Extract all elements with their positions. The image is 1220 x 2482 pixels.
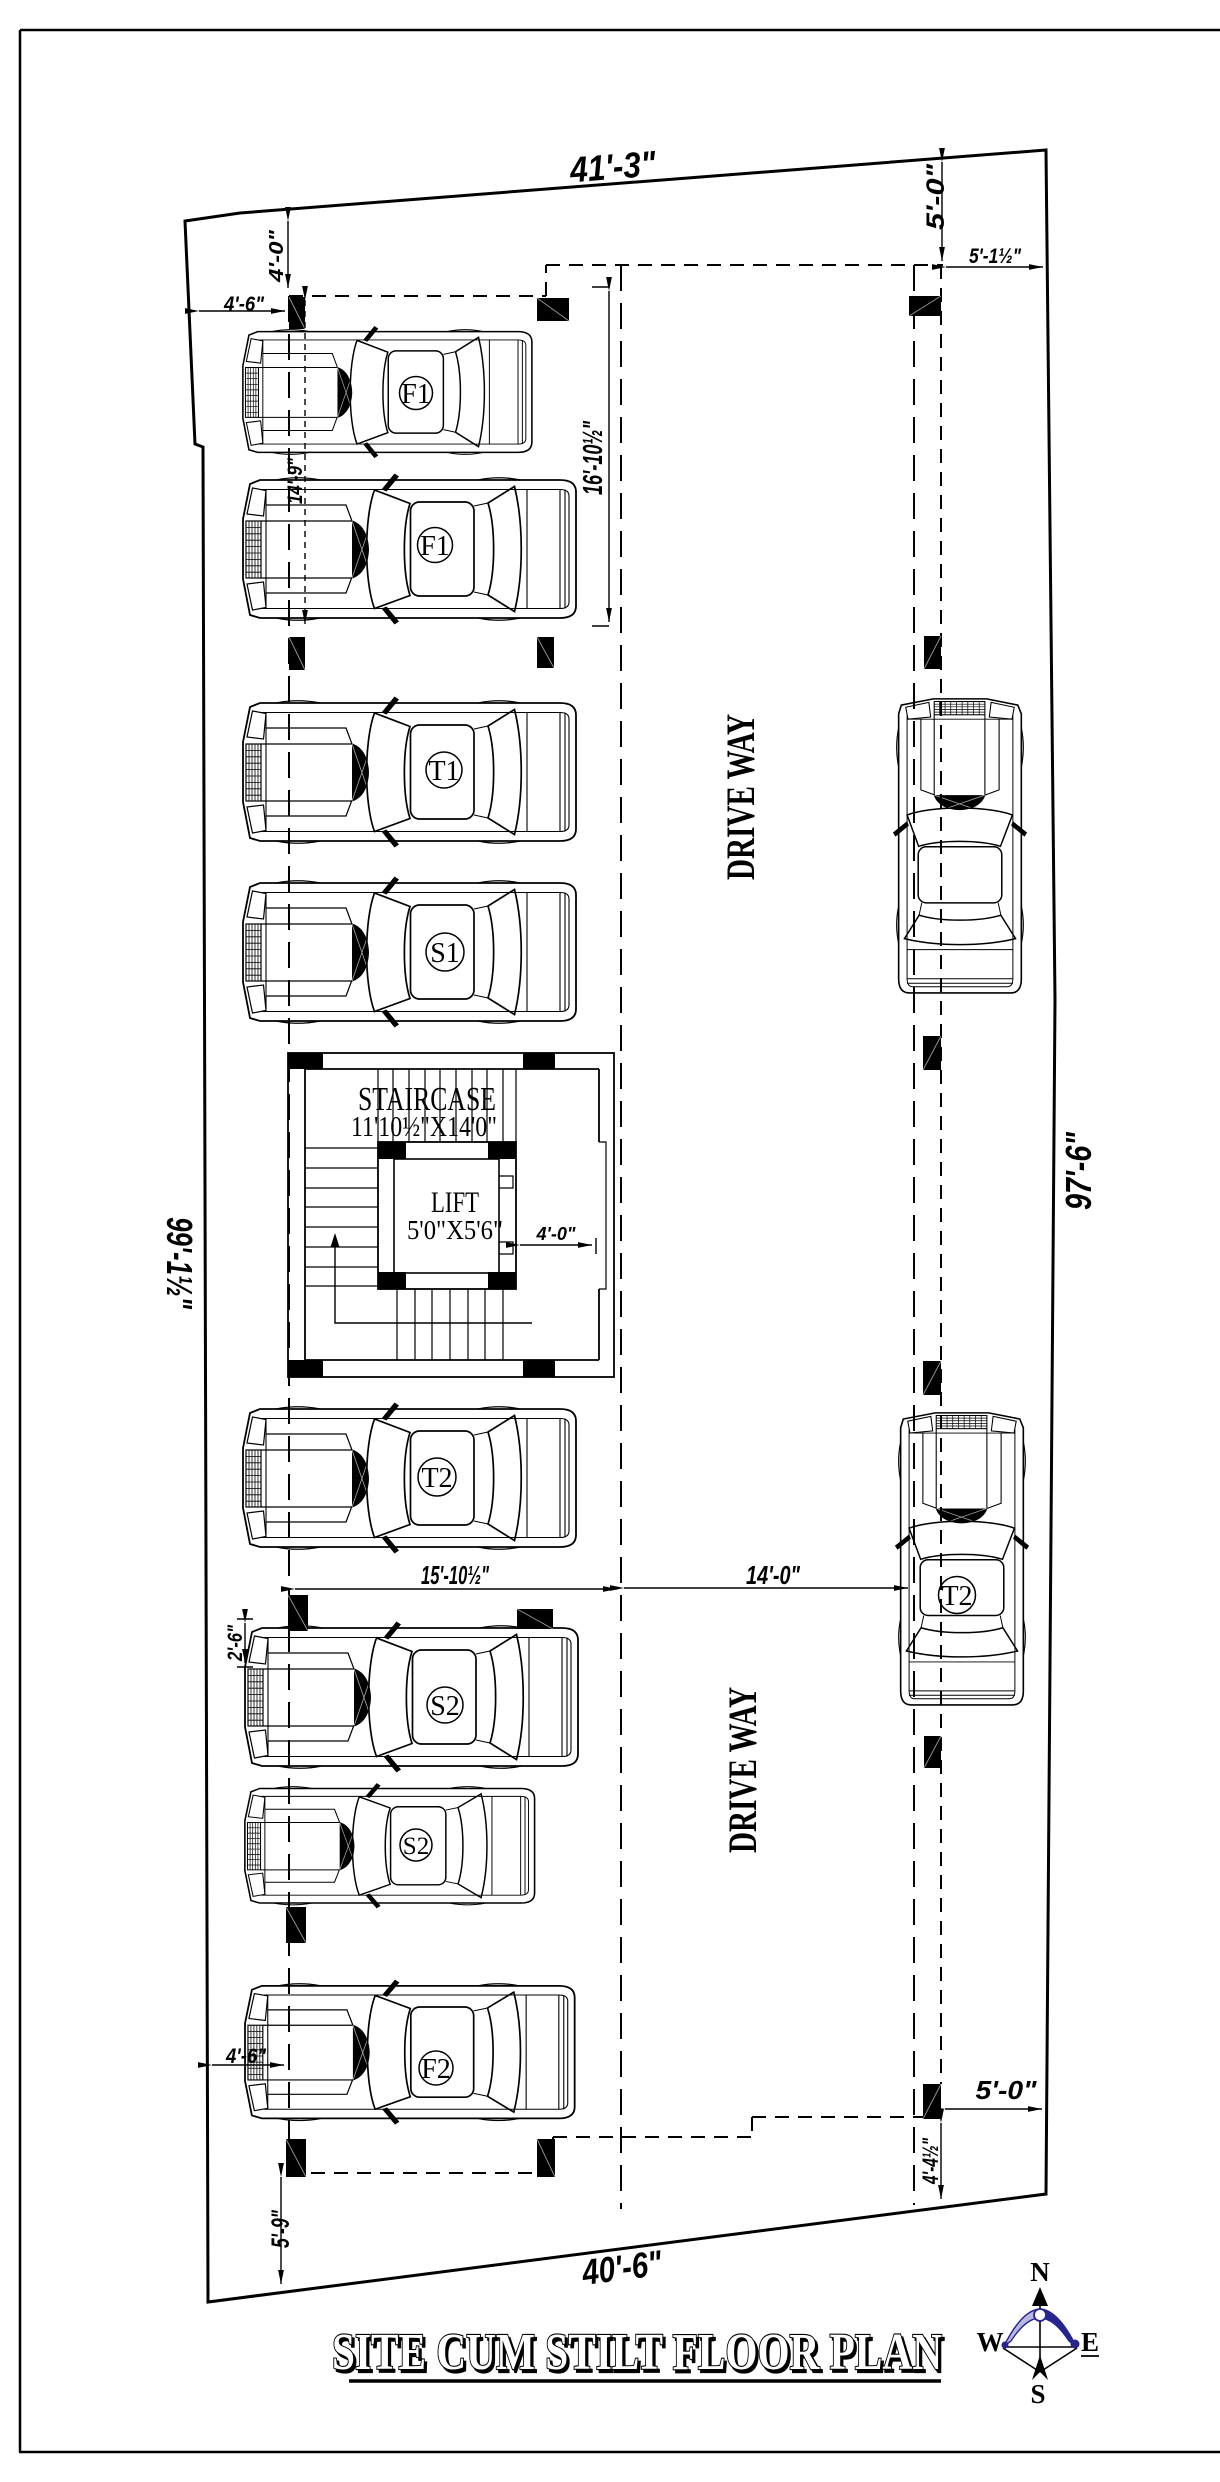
svg-text:S2: S2: [403, 1833, 429, 1860]
svg-text:2'-6": 2'-6": [224, 1624, 247, 1662]
svg-text:DRIVE WAY: DRIVE WAY: [720, 1687, 765, 1853]
svg-text:5'-0": 5'-0": [976, 2075, 1038, 2105]
svg-text:LIFT: LIFT: [431, 1186, 479, 1219]
svg-text:N: N: [1030, 2257, 1050, 2287]
svg-text:E: E: [1081, 2327, 1099, 2357]
svg-text:11'10½"X14'0": 11'10½"X14'0": [351, 1112, 497, 1143]
svg-text:4'-0": 4'-0": [266, 229, 288, 283]
svg-text:14'-9": 14'-9": [284, 457, 307, 504]
svg-text:5'-9": 5'-9": [267, 2209, 295, 2248]
svg-text:4'-0": 4'-0": [535, 1224, 575, 1244]
svg-text:5'-0": 5'-0": [922, 163, 950, 230]
svg-text:4'-6": 4'-6": [225, 2045, 267, 2068]
svg-text:14'-0": 14'-0": [746, 1560, 801, 1590]
svg-text:S2: S2: [430, 1691, 460, 1722]
svg-text:4'-6": 4'-6": [223, 293, 265, 316]
svg-text:S: S: [1030, 2379, 1045, 2409]
svg-text:DRIVE WAY: DRIVE WAY: [718, 714, 763, 880]
svg-text:T2: T2: [941, 1581, 972, 1612]
svg-text:STAIRCASE: STAIRCASE: [358, 1081, 496, 1118]
svg-text:F1: F1: [420, 531, 450, 562]
svg-text:SITE CUM STILT FLOOR PLAN: SITE CUM STILT FLOOR PLAN: [332, 2324, 942, 2381]
svg-text:15'-10½": 15'-10½": [421, 1560, 489, 1590]
svg-text:F1: F1: [401, 379, 431, 410]
svg-text:5'0"X5'6": 5'0"X5'6": [407, 1215, 503, 1245]
svg-text:F2: F2: [421, 2054, 451, 2085]
svg-text:16'-10½": 16'-10½": [577, 421, 608, 495]
svg-text:99'-1½": 99'-1½": [159, 1217, 200, 1310]
svg-text:T1: T1: [428, 756, 459, 787]
svg-text:41'-3": 41'-3": [568, 143, 659, 191]
svg-text:T2: T2: [421, 1463, 452, 1494]
svg-text:S1: S1: [430, 938, 460, 969]
svg-text:W: W: [977, 2327, 1004, 2357]
svg-text:5'-1½": 5'-1½": [969, 245, 1022, 268]
svg-text:97'-6": 97'-6": [1058, 1131, 1099, 1210]
svg-text:4'-4½": 4'-4½": [918, 2138, 943, 2185]
